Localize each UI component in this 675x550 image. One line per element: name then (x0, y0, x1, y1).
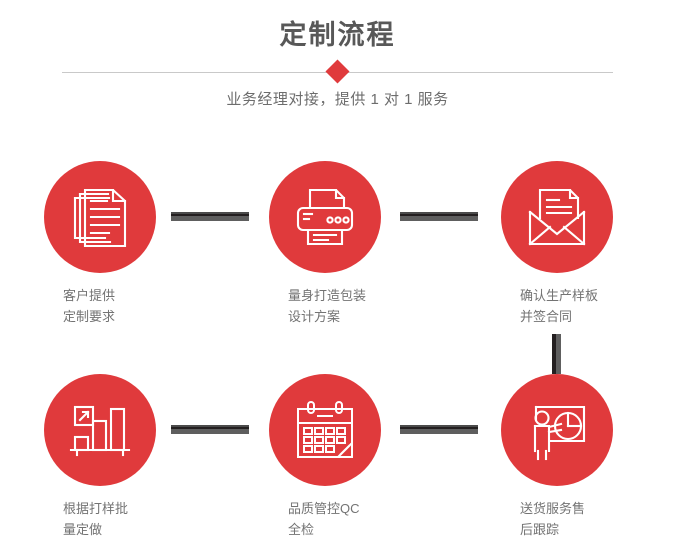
step-4-icon-circle (44, 374, 156, 486)
step-2-label: 量身打造包装 设计方案 (288, 288, 367, 324)
step-2-icon-circle (269, 161, 381, 273)
header: 定制流程 业务经理对接，提供 1 对 1 服务 (0, 0, 675, 130)
connector-bar-light (556, 334, 561, 374)
connector-step4-step5 (171, 425, 249, 434)
step-4-label: 根据打样批 量定做 (63, 501, 129, 537)
envelope-document-icon (526, 186, 588, 248)
connector-bar-light (171, 429, 249, 434)
calendar-check-icon (294, 399, 356, 461)
step-6-label: 送货服务售 后跟踪 (520, 501, 586, 537)
step-5-label: 品质管控QC 全检 (288, 501, 360, 537)
step-1-icon-circle (44, 161, 156, 273)
bar-chart-growth-icon (69, 399, 131, 461)
connector-step3-step6 (552, 334, 561, 374)
page-title: 定制流程 (279, 20, 396, 50)
connector-step1-step2 (171, 212, 249, 221)
connector-step2-step3 (400, 212, 478, 221)
documents-stack-icon (69, 186, 131, 248)
step-3-label: 确认生产样板 并签合同 (520, 288, 599, 324)
connector-bar-light (400, 429, 478, 434)
step-1-label: 客户提供 定制要求 (63, 288, 116, 324)
connector-bar-dark (552, 334, 556, 374)
title-divider (62, 59, 613, 84)
printer-icon (294, 186, 356, 248)
connector-bar-light (171, 216, 249, 221)
page-subtitle: 业务经理对接，提供 1 对 1 服务 (226, 91, 449, 108)
step-6-icon-circle (501, 374, 613, 486)
step-3-icon-circle (501, 161, 613, 273)
connector-step5-step6 (400, 425, 478, 434)
step-5-icon-circle (269, 374, 381, 486)
presenter-pie-chart-icon (526, 399, 588, 461)
connector-bar-light (400, 216, 478, 221)
